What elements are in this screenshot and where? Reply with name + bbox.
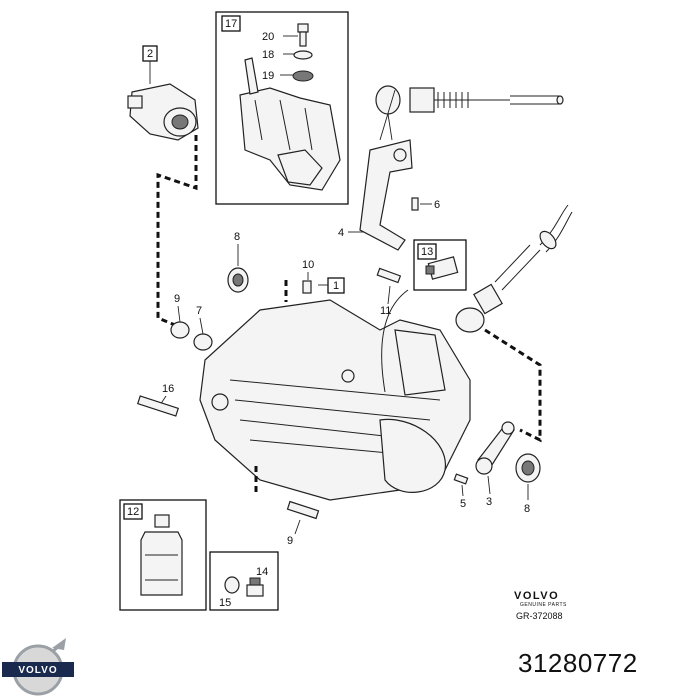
callout-20: 19	[262, 70, 274, 82]
callout-11: 10	[302, 259, 314, 271]
callout-6: 6	[434, 199, 440, 211]
callout-box-1	[327, 277, 345, 294]
callout-5: 5	[460, 498, 466, 510]
callout-14: 13	[421, 246, 433, 258]
callout-4: 4	[338, 227, 344, 239]
callout-1: 1	[333, 280, 339, 292]
pin-5	[453, 473, 469, 485]
callout-12: 11	[380, 305, 391, 317]
callout-9: 9	[174, 293, 180, 305]
callout-box-13	[123, 503, 143, 520]
callout-18: 17	[225, 18, 237, 30]
washer-19	[293, 50, 313, 60]
brand-subtitle: GENUINE PARTS	[520, 602, 567, 608]
cable-guide	[381, 289, 409, 393]
gearbox-housing	[199, 299, 471, 501]
brand-name: VOLVO	[514, 590, 560, 602]
volvo-logo: VOLVO	[2, 638, 74, 696]
callout-21: 20	[262, 31, 274, 43]
oil-bottle	[140, 514, 183, 596]
assembly-line-cable	[484, 328, 542, 443]
pin-6	[411, 197, 419, 211]
logo-brand-text: VOLVO	[18, 665, 57, 676]
callout-19: 18	[262, 49, 274, 61]
callout-10: 9	[287, 535, 293, 547]
callout-box-14	[417, 243, 437, 260]
cable-routing-line	[379, 89, 396, 141]
bolt-11	[302, 280, 312, 294]
drain-plug-washer-16	[224, 576, 240, 594]
upper-shift-cable	[375, 85, 564, 115]
callout-16: 15	[219, 597, 231, 609]
drain-plug-15	[246, 577, 264, 597]
bolt-12	[376, 267, 402, 284]
reference-code: GR-372088	[516, 611, 563, 621]
selector-lever	[475, 421, 515, 475]
callout-15: 14	[256, 566, 268, 578]
bolt-10	[286, 500, 320, 520]
callout-13: 12	[127, 506, 139, 518]
assembly-line-bearing	[156, 135, 198, 327]
bush-20	[292, 70, 314, 82]
callout-7: 7	[196, 305, 202, 317]
release-bearing	[127, 83, 199, 141]
callout-3: 3	[486, 496, 492, 508]
callout-2: 2	[147, 48, 153, 60]
callout-8-upper: 8	[234, 231, 240, 243]
callout-8-lower: 8	[524, 503, 530, 515]
callout-box-18	[221, 15, 241, 32]
reverse-light-switch	[425, 256, 459, 280]
lower-shift-cable	[455, 204, 573, 333]
seal-7	[193, 333, 213, 351]
bolt-21	[297, 23, 309, 47]
callout-17: 16	[162, 383, 174, 395]
plug-inset-frame	[209, 551, 279, 611]
stud-17	[136, 395, 180, 417]
mounting-bracket	[239, 57, 341, 191]
seal-9	[170, 321, 190, 339]
shift-lever	[359, 139, 413, 251]
part-number: 31280772	[518, 648, 638, 678]
